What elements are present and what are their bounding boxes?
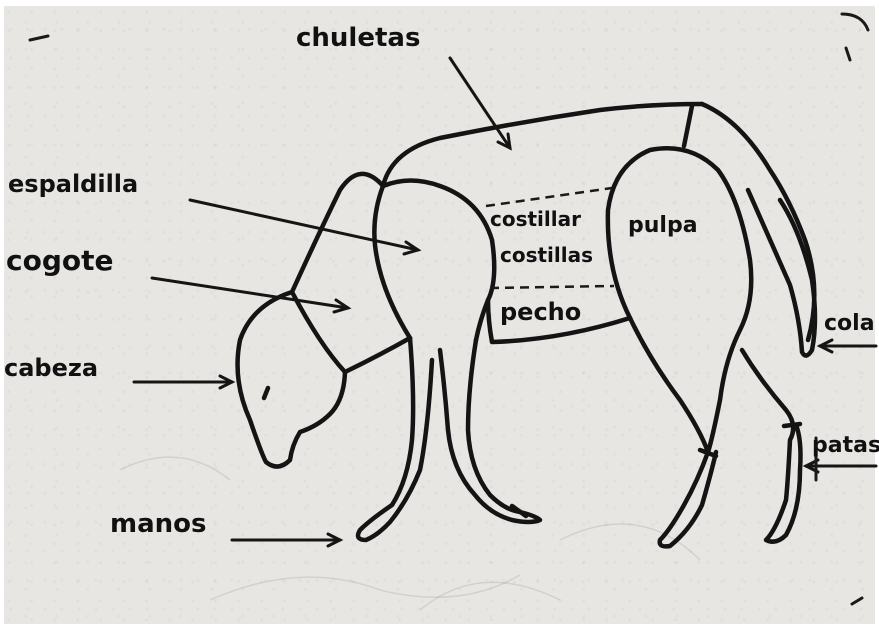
label-espaldilla: espaldilla [8,170,138,198]
hind-hoof-band [700,450,716,456]
label-pecho: pecho [500,298,581,326]
corner-mark-bottom-right [852,598,862,604]
corner-mark-right [846,48,850,60]
label-pulpa: pulpa [628,213,698,238]
back-line [383,104,702,186]
hind-leg-rear [742,350,801,542]
label-cabeza: cabeza [4,354,98,382]
shoulder-front-line [374,186,410,338]
front-leg-front [358,338,432,540]
hind-leg-lower [660,452,716,546]
arrow-espaldilla [190,200,418,250]
hind-quarter-outline [702,104,814,340]
ear-mark [264,388,268,398]
costillar-upper-dash [486,188,612,206]
label-cola: cola [824,311,875,336]
arrow-cogote [152,278,348,308]
label-manos: manos [110,509,206,539]
chuletas-divider [684,106,692,146]
tail-outline [748,190,815,356]
corner-mark-top-right [842,14,868,30]
label-costillas: costillas [500,243,593,267]
label-chuletas: chuletas [296,23,420,53]
rear-hoof-band [784,424,800,426]
corner-mark-top-left [30,36,48,40]
front-leg-rear [440,340,540,522]
pulpa-outline [608,148,751,452]
costillar-lower-dash [490,286,614,288]
label-patas: patas [812,433,879,458]
label-cogote: cogote [6,244,114,277]
faint-background-marks [120,457,700,610]
label-costillar: costillar [490,207,581,231]
head-outline [238,292,345,467]
hind-leg-connector [630,318,708,452]
